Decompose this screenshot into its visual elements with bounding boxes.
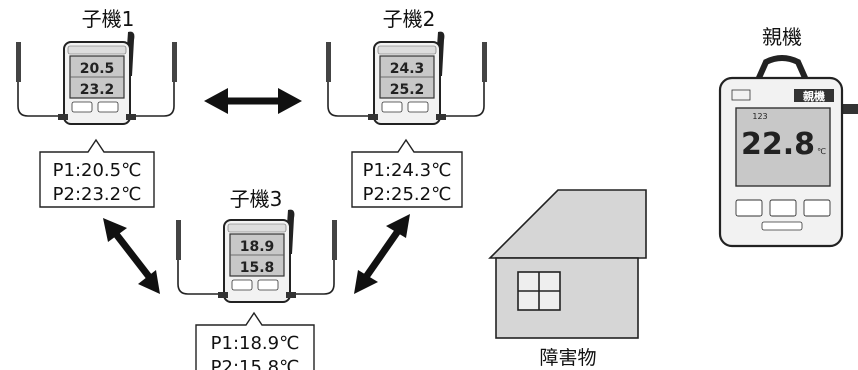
parent-lcd-unit: ℃ <box>817 147 826 156</box>
child-3-lcd-bottom: 15.8 <box>240 260 275 276</box>
child-1-lcd-bottom: 23.2 <box>80 82 115 98</box>
parent-unit: 親機 親機 123 22.8 ℃ <box>718 25 858 248</box>
child-unit-3: 子機3 18.9 15.8 P1:18.9℃ P2:15.8℃ <box>175 187 338 370</box>
arrow-child1-child3 <box>103 218 160 294</box>
child-3-callout-line1: P1:18.9℃ <box>211 333 300 354</box>
child-2-callout-line1: P1:24.3℃ <box>363 160 452 181</box>
arrow-child1-child2 <box>204 88 302 114</box>
child-2-callout-line2: P2:25.2℃ <box>363 184 452 205</box>
child-3-title: 子機3 <box>230 187 283 211</box>
child-3-callout <box>195 311 315 370</box>
child-1-title: 子機1 <box>82 7 135 31</box>
child-1-callout-line2: P2:23.2℃ <box>53 184 142 205</box>
parent-title: 親機 <box>762 25 802 49</box>
communication-arrows <box>103 88 410 294</box>
child-3-callout-line2: P2:15.8℃ <box>211 357 300 370</box>
child-2-lcd-bottom: 25.2 <box>390 82 425 98</box>
parent-lcd-value: 22.8 <box>741 127 815 162</box>
child-1-lcd-top: 20.5 <box>80 61 115 77</box>
child-2-title: 子機2 <box>383 7 436 31</box>
obstacle-label: 障害物 <box>539 347 596 369</box>
child-1-callout <box>39 138 155 208</box>
child-unit-2: 子機2 24.3 25.2 P1:24.3℃ P2:25.2℃ <box>325 7 488 208</box>
child-2-callout <box>351 138 463 208</box>
parent-badge: 親機 <box>803 89 825 103</box>
brand-logo-icon <box>731 89 751 101</box>
child-3-lcd-top: 18.9 <box>240 239 275 255</box>
parent-lcd-small: 123 <box>752 112 767 121</box>
child-unit-1: 子機1 20.5 23.2 P1:20.5℃ P2:23.2℃ <box>15 7 178 208</box>
child-1-callout-line1: P1:20.5℃ <box>53 160 142 181</box>
obstacle-house: 障害物 <box>488 189 647 369</box>
child-2-lcd-top: 24.3 <box>390 61 425 77</box>
arrow-child2-child3 <box>354 214 410 294</box>
parent-badge-box <box>794 89 834 102</box>
